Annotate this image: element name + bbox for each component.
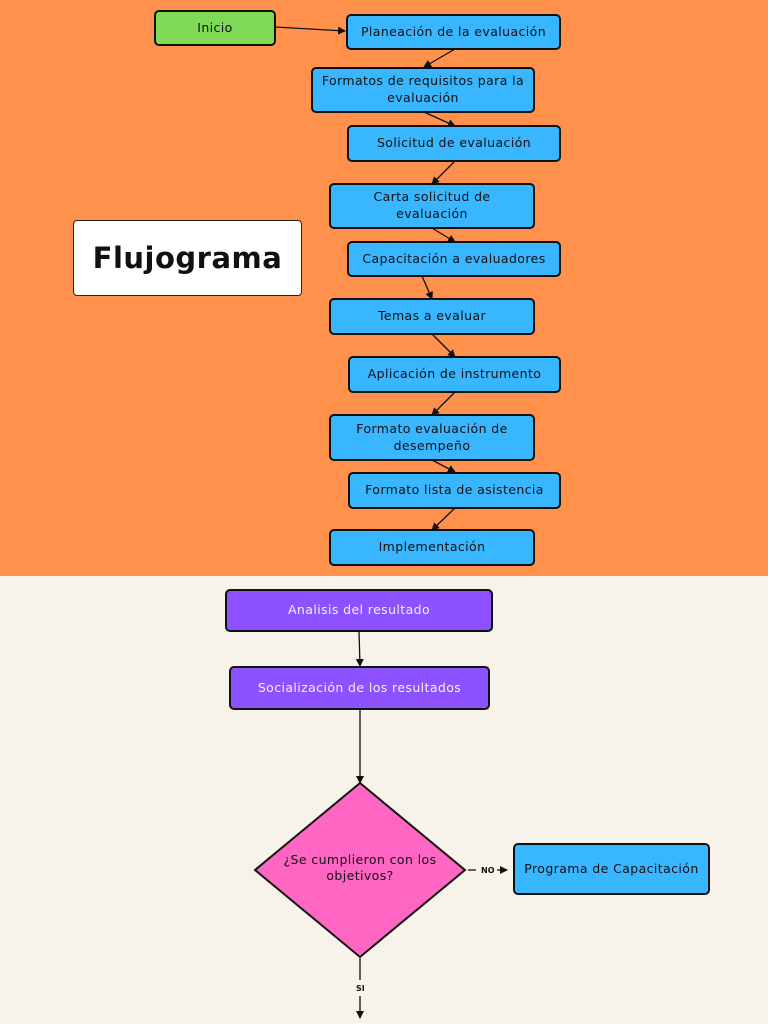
decision-question: ¿Se cumplieron con los objetivos? [283,852,437,884]
connector-inicio-planeacion [274,26,346,35]
decision-diamond [253,781,467,959]
step-capacitacion-evaluadores: Capacitación a evaluadores [347,241,561,277]
step-socializacion: Socialización de los resultados [229,666,490,710]
start-node-inicio: Inicio [154,10,276,46]
connector-temas-aplicacion [431,333,456,358]
step-analisis: Analisis del resultado [225,589,493,632]
step-implementacion: Implementación [329,529,535,566]
bottom-section-background [0,576,768,1024]
no-branch-label: NO [481,866,495,875]
connector-formatos-solicitud [423,111,456,127]
step-solicitud: Solicitud de evaluación [347,125,561,162]
flowchart-title: Flujograma [73,220,302,296]
step-aplicacion: Aplicación de instrumento [348,356,561,393]
connector-aplicacion-desempeno [431,391,456,416]
connector-asistencia-implementacion [431,507,456,531]
connector-capacitacion-temas [421,275,433,300]
connector-desempeno-asistencia [431,459,456,473]
step-programa-capacitacion: Programa de Capacitación [513,843,710,895]
step-carta-solicitud: Carta solicitud de evaluación [329,183,535,229]
connector-analisis-socializacion [355,630,364,667]
connector-solicitud-carta [431,160,456,185]
si-branch-label: SI [356,984,365,993]
connector-planeacion-formatos [423,48,456,68]
step-formatos-requisitos: Formatos de requisitos para la evaluació… [311,67,535,113]
step-formato-asistencia: Formato lista de asistencia [348,472,561,509]
step-temas: Temas a evaluar [329,298,535,335]
step-planeacion: Planeación de la evaluación [346,14,561,50]
connector-carta-capacitacion [431,227,456,243]
step-formato-desempeno: Formato evaluación de desempeño [329,414,535,461]
